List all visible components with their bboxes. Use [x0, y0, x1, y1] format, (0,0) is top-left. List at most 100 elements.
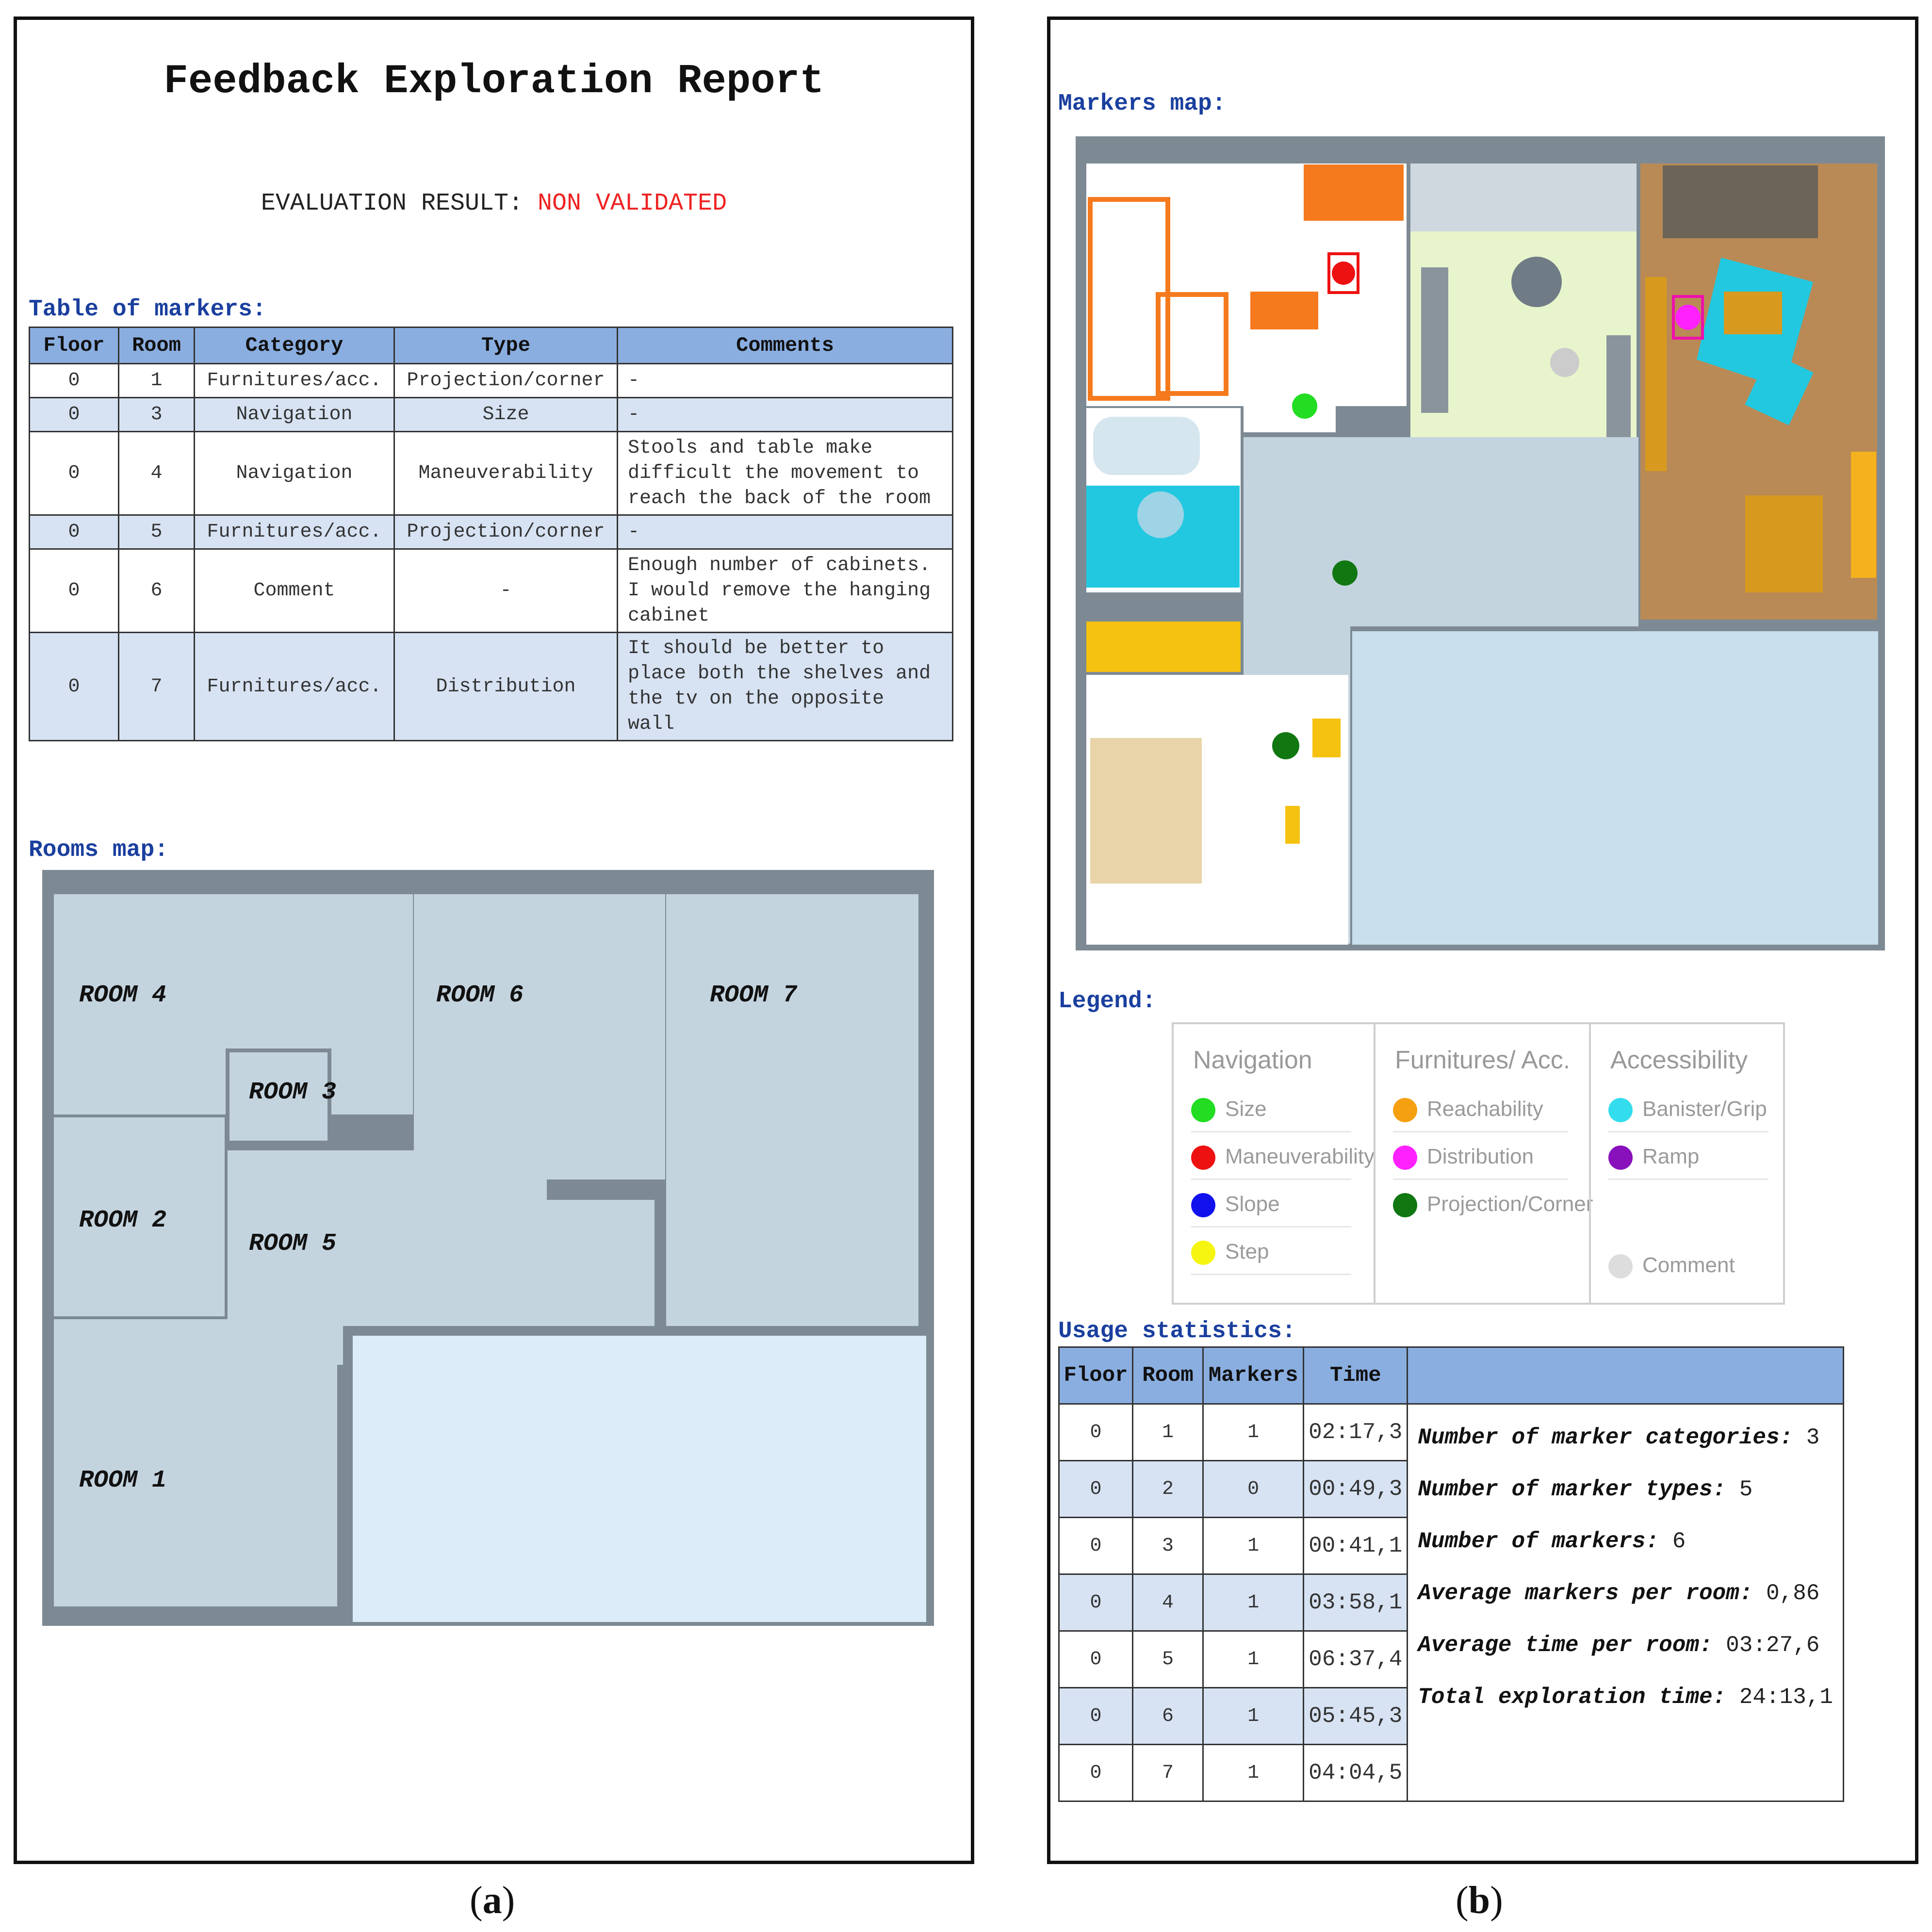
shelf — [1645, 277, 1667, 471]
bathtub — [1093, 417, 1200, 475]
legend-dot — [1191, 1146, 1215, 1170]
cell-category: Furnitures/acc. — [194, 632, 395, 741]
cell-floor: 0 — [29, 363, 119, 398]
legend-dot — [1608, 1098, 1633, 1122]
cell-markers: 1 — [1202, 1573, 1305, 1632]
cell-floor: 0 — [29, 632, 119, 741]
furniture — [1511, 257, 1562, 307]
legend-text: Banister/Grip — [1642, 1097, 1767, 1121]
marker-highlight — [1327, 252, 1359, 294]
column-header: Markers — [1202, 1346, 1305, 1405]
cell-comment: - — [617, 363, 953, 398]
shelf — [1851, 452, 1876, 578]
markers-map — [1076, 136, 1885, 950]
cell-room: 3 — [118, 397, 195, 432]
room-1-area — [54, 1319, 337, 1606]
rooms-map: ROOM 4 ROOM 6 ROOM 7 ROOM 3 ROOM 2 ROOM … — [42, 870, 934, 1626]
summary-value: 5 — [1739, 1477, 1753, 1502]
cell-floor: 0 — [1058, 1573, 1134, 1632]
room-5-area — [228, 1150, 655, 1365]
cell-room: 6 — [118, 548, 195, 633]
cell-floor: 0 — [1058, 1687, 1134, 1745]
marker-comment — [1550, 348, 1579, 377]
caption-letter: a — [482, 1879, 502, 1922]
cell-type: Size — [393, 397, 618, 432]
cell-floor: 0 — [1058, 1630, 1134, 1688]
legend-text: Step — [1225, 1240, 1269, 1263]
room-label: ROOM 2 — [79, 1207, 167, 1234]
furniture — [1304, 164, 1404, 221]
cell-room: 2 — [1132, 1460, 1204, 1518]
table-row: 0 3 1 00:41,1 — [1058, 1517, 1844, 1575]
cell-time: 00:41,1 — [1303, 1517, 1408, 1575]
legend-item: Distribution — [1393, 1135, 1568, 1180]
summary-value: 3 — [1806, 1425, 1820, 1450]
cell-room: 5 — [1132, 1630, 1204, 1688]
legend-heading: Furnitures/ Acc. — [1395, 1046, 1571, 1074]
cell-room: 4 — [118, 431, 195, 516]
cell-category: Furnitures/acc. — [194, 363, 395, 398]
legend-dot — [1608, 1146, 1633, 1170]
cell-floor: 0 — [1058, 1460, 1134, 1518]
cell-time: 00:49,3 — [1303, 1460, 1408, 1518]
legend-dot — [1191, 1193, 1215, 1217]
cell-time: 05:45,3 — [1303, 1687, 1408, 1745]
cell-type: Distribution — [393, 632, 618, 741]
column-header: Type — [393, 327, 618, 364]
table — [1724, 292, 1782, 334]
markers-table: Floor Room Category Type Comments 0 1 Fu… — [29, 327, 953, 741]
summary-line: Number of markers: 6 — [1418, 1518, 1833, 1570]
cell-room: 3 — [1132, 1517, 1204, 1575]
marker-size — [1292, 393, 1317, 419]
legend-text: Distribution — [1427, 1145, 1534, 1168]
legend-item: Reachability — [1393, 1087, 1568, 1132]
armchair — [1745, 352, 1814, 426]
report-panel-a: Feedback Exploration Report EVALUATION R… — [14, 16, 974, 1864]
cell-comment: Stools and table make difficult the move… — [617, 431, 953, 516]
evaluation-label: EVALUATION RESULT: — [261, 190, 523, 217]
cell-room: 1 — [118, 363, 195, 398]
cell-floor: 0 — [1058, 1403, 1134, 1461]
column-header: Time — [1303, 1346, 1408, 1405]
summary-line: Average time per room: 03:27,6 — [1418, 1622, 1833, 1674]
table-row: 0 7 1 04:04,5 — [1058, 1744, 1844, 1802]
cell-floor: 0 — [29, 397, 119, 432]
summary-line: Total exploration time: 24:13,1 — [1418, 1674, 1833, 1726]
nightstand — [1285, 806, 1300, 844]
outdoor-area — [353, 1336, 926, 1622]
cell-type: Maneuverability — [393, 431, 618, 516]
cell-category: Comment — [194, 548, 395, 633]
evaluation-value: NON VALIDATED — [538, 190, 727, 217]
cell-comment: - — [617, 514, 953, 550]
cell-floor: 0 — [1058, 1744, 1134, 1802]
legend-heading: Navigation — [1193, 1046, 1312, 1074]
summary-line: Number of marker categories: 3 — [1418, 1414, 1833, 1466]
cell-floor: 0 — [29, 548, 119, 633]
cell-floor: 0 — [29, 514, 119, 550]
column-header: Category — [194, 327, 395, 364]
column-header: Floor — [29, 327, 119, 364]
usage-summary: Number of marker categories: 3 Number of… — [1407, 1403, 1844, 1802]
table-header-row: Floor Room Category Type Comments — [29, 327, 953, 364]
column-header-empty — [1407, 1346, 1844, 1405]
legend-dot — [1191, 1098, 1215, 1122]
furniture — [1250, 292, 1318, 329]
cell-type: Projection/corner — [393, 514, 618, 550]
rooms-floorplan — [42, 870, 934, 1626]
table-row: 0 7 Furnitures/acc. Distribution It shou… — [29, 632, 953, 741]
outdoor-area — [1352, 631, 1878, 945]
cell-time: 06:37,4 — [1303, 1630, 1408, 1688]
column-header: Floor — [1058, 1346, 1134, 1405]
room-label: ROOM 1 — [79, 1467, 167, 1494]
rooms-map-label: Rooms map: — [29, 837, 169, 863]
cell-category: Navigation — [194, 397, 395, 432]
markers-map-label: Markers map: — [1058, 91, 1226, 117]
legend-text: Size — [1225, 1097, 1267, 1121]
legend-dot — [1393, 1193, 1417, 1217]
room-label: ROOM 5 — [249, 1230, 337, 1258]
table-row: 0 5 Furnitures/acc. Projection/corner - — [29, 514, 953, 550]
cell-comment: Enough number of cabinets. I would remov… — [617, 548, 953, 633]
room-label: ROOM 4 — [79, 982, 167, 1009]
cell-category: Furnitures/acc. — [194, 514, 395, 550]
cell-room: 6 — [1132, 1687, 1204, 1745]
